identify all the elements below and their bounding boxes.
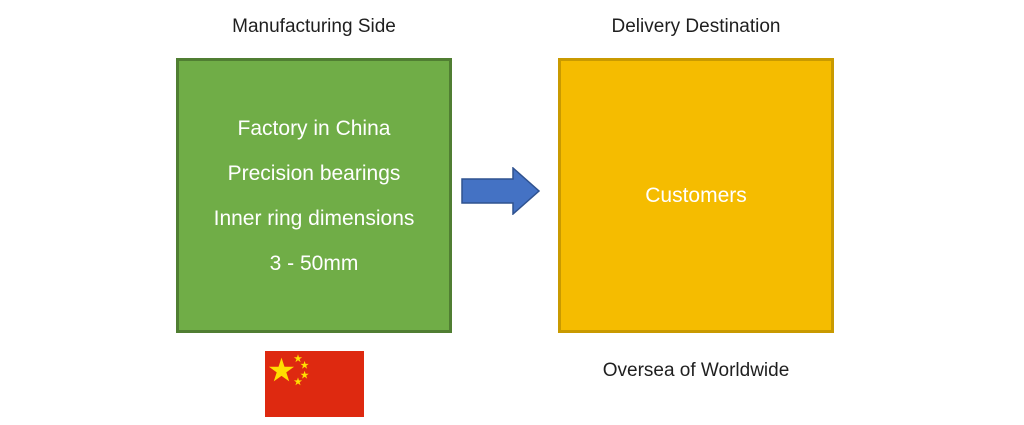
right-arrow-icon	[461, 167, 541, 215]
factory-line-dimension-range: 3 - 50mm	[269, 251, 359, 275]
customers-box: Customers	[558, 58, 834, 333]
manufacturing-side-heading: Manufacturing Side	[232, 16, 396, 37]
china-flag-icon	[265, 351, 364, 417]
factory-box: Factory in China Precision bearings Inne…	[176, 58, 452, 333]
customers-label: Customers	[645, 184, 747, 207]
factory-line-product: Precision bearings	[227, 161, 401, 185]
factory-line-location: Factory in China	[237, 116, 391, 140]
delivery-destination-heading: Delivery Destination	[611, 16, 781, 37]
destination-caption: Oversea of Worldwide	[602, 360, 790, 381]
factory-line-dimension-label: Inner ring dimensions	[213, 206, 415, 230]
